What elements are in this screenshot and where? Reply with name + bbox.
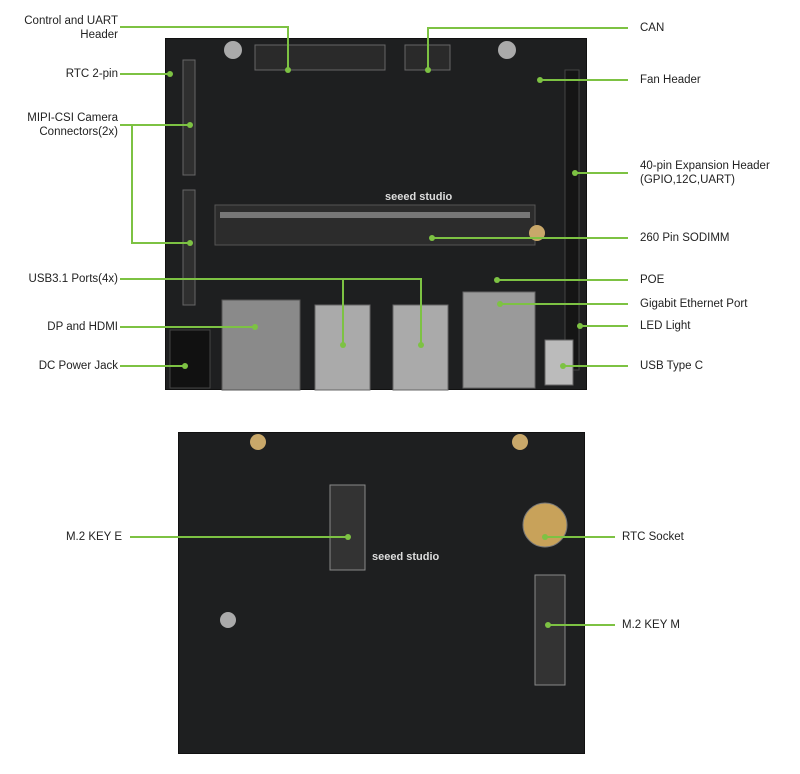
- leader-dots: [167, 67, 583, 628]
- mount-hole: [224, 41, 242, 59]
- label-dc-power-jack: DC Power Jack: [38, 360, 118, 372]
- label-can: CAN: [640, 22, 665, 34]
- bottom-carrier-board-photo: [178, 432, 585, 754]
- camera-connector-1: [182, 59, 196, 176]
- label-m2-key-e: M.2 KEY E: [65, 531, 122, 543]
- label-mipi-csi: MIPI-CSI Camera Connectors(2x): [27, 112, 118, 138]
- label-dp-hdmi: DP and HDMI: [47, 321, 118, 333]
- label-m2-key-m: M.2 KEY M: [622, 619, 680, 631]
- silkscreen-bottom: seeed studio: [372, 551, 440, 563]
- label-rtc-socket: RTC Socket: [622, 531, 684, 543]
- label-usb31-ports: USB3.1 Ports(4x): [28, 273, 118, 285]
- ethernet-port: [462, 291, 536, 389]
- gpio-header: [564, 69, 580, 371]
- label-poe: POE: [640, 274, 665, 286]
- leader-lines: [120, 26, 628, 626]
- mount-hole: [512, 434, 528, 450]
- rtc-coin-cell: [522, 502, 568, 548]
- label-fan-header: Fan Header: [640, 74, 701, 86]
- m2-key-e-slot: [329, 484, 366, 571]
- label-sodimm: 260 Pin SODIMM: [640, 232, 730, 244]
- camera-connector-2: [182, 189, 196, 306]
- mount-hole: [220, 612, 236, 628]
- label-40-pin-header: 40-pin Expansion Header (GPIO,12C,UART): [640, 160, 770, 186]
- label-control-uart-header: Control and UART Header: [24, 15, 118, 41]
- label-led-light: LED Light: [640, 320, 691, 332]
- m2-key-m-slot: [534, 574, 566, 686]
- mount-hole: [498, 41, 516, 59]
- dp-hdmi-port: [221, 299, 301, 391]
- label-rtc-2-pin: RTC 2-pin: [65, 68, 118, 80]
- mount-hole: [250, 434, 266, 450]
- label-gigabit-ethernet: Gigabit Ethernet Port: [640, 298, 748, 310]
- uart-header: [254, 44, 386, 71]
- silkscreen-top: seeed studio: [385, 191, 453, 203]
- label-usb-type-c: USB Type C: [640, 360, 704, 372]
- dc-jack: [169, 329, 211, 389]
- usb-c-port: [544, 339, 574, 386]
